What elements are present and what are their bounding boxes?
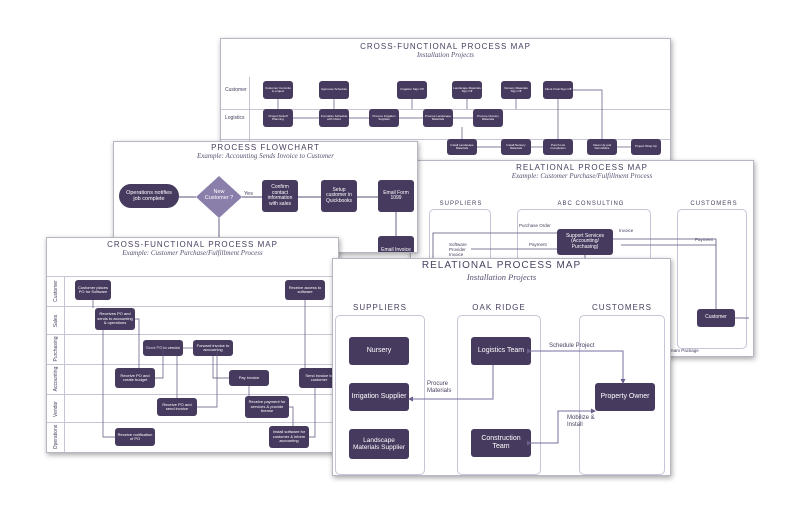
card5-frame-oak-ridge (457, 315, 541, 475)
card3-label-payment2: Payment (695, 237, 713, 242)
card2-subtitle: Example: Accounting Sends Invoice to Cus… (197, 152, 334, 160)
card5-box-nursery: Nursery (349, 337, 409, 365)
card1-lane-logistics: Logistics (225, 115, 245, 121)
card5-label-procure: Procure Materials (427, 381, 452, 394)
card2-decision-shape (196, 176, 242, 218)
card4-lane-divider (47, 394, 338, 395)
card4-box: Customer places PO for Software (75, 280, 111, 300)
card1-label-divider (249, 77, 250, 165)
card3-col-suppliers: SUPPLIERS (439, 201, 483, 207)
card1-box: Procure Landscape Materials (423, 109, 453, 127)
card3-label-package: Team Package (669, 348, 699, 353)
card2-box-setup: Setup customer in Quickbooks (321, 180, 357, 212)
card4-lane-divider (47, 334, 338, 335)
card1-box: Landscape Materials Sign Off (452, 81, 482, 99)
card4-box: Receive notification of PO (115, 428, 155, 446)
card2-yes-label: Yes (244, 191, 253, 197)
card4-lane-divider (47, 276, 338, 277)
card2-connectors (179, 196, 397, 252)
card2-box-notify: Operations notifies job complete (119, 184, 179, 208)
card1-box: Irrigation Sign Off (397, 81, 427, 99)
card1-box: Install Nursery Materials (501, 139, 531, 155)
card1-lane-divider (221, 139, 670, 140)
card3-label-po: Purchase Order (519, 223, 551, 228)
card1-box: Project Wrap Up (631, 139, 661, 155)
card1-title: CROSS-FUNCTIONAL PROCESS MAP (360, 42, 531, 51)
card1-connectors (277, 89, 631, 148)
card1-box: Procure Irrigation Supplies (369, 109, 399, 127)
card1-lane-customer: Customer (225, 87, 247, 93)
card4-box: Send invoice to customer (299, 368, 338, 388)
card4-title: CROSS-FUNCTIONAL PROCESS MAP (107, 240, 278, 249)
card5-connectors (408, 348, 626, 446)
card3-frame-customers (677, 209, 747, 349)
card3-title: RELATIONAL PROCESS MAP (516, 163, 648, 172)
card5-frame-customers (579, 315, 665, 475)
card5-box-landscape: Landscape Materials Supplier (349, 429, 409, 459)
card4-lane-divider (47, 422, 338, 423)
card4-box: Pay invoice (229, 370, 269, 386)
card3-customer-box: Customer (697, 309, 735, 327)
card5-frame-suppliers (335, 315, 425, 475)
card5-col-customers: CUSTOMERS (592, 303, 652, 312)
card1-box: Client Final Sign Off (543, 81, 573, 99)
card2-box-confirm: Confirm contact information with sales (262, 180, 298, 212)
card4-box: Receive PO and send invoice (157, 398, 197, 416)
card5-label-schedule: Schedule Project (549, 343, 595, 349)
card2-box-invoice: Email Invoice (378, 236, 414, 252)
card5-title: RELATIONAL PROCESS MAP (421, 260, 582, 271)
card2-title: PROCESS FLOWCHART (211, 143, 320, 152)
card3-col-customers: CUSTOMERS (690, 201, 738, 207)
card5-box-owner: Property Owner (595, 383, 655, 411)
card2-decision-label: New Customer ? (204, 189, 234, 202)
card5-box-irrigation: Irrigation Supplier (349, 383, 409, 411)
card5-box-logistics: Logistics Team (471, 337, 531, 365)
card1-box: Customer Commits to project (263, 81, 293, 99)
card3-subtitle: Example: Customer Purchase/Fulfillment P… (511, 172, 653, 180)
card3-support-box: Support Services (Accounting/ Purchasing… (557, 229, 613, 255)
card4-box: Receive PO and create budget (115, 368, 155, 388)
card1-box: Approves Schedule (319, 81, 349, 99)
card4-lane-divider (47, 306, 338, 307)
card1-box: Procure Nursery Materials (473, 109, 503, 127)
card4-box: Receives PO and sends to accounting & op… (95, 308, 135, 330)
card-process-flowchart: PROCESS FLOWCHART Example: Accounting Se… (113, 141, 418, 253)
card3-label-payment1: Payment (529, 242, 547, 247)
card-relational-installation: RELATIONAL PROCESS MAP Installation Proj… (332, 258, 671, 476)
card5-subtitle: Installation Projects (466, 272, 537, 282)
card1-box: Clean Up and Demobilize (587, 139, 617, 155)
card4-box: Install software for customer & inform a… (269, 426, 309, 448)
card1-box: Formalize Schedule with Client (319, 109, 349, 127)
card4-connectors (92, 300, 316, 438)
card4-subtitle: Example: Customer Purchase/Fulfillment P… (122, 249, 263, 257)
card3-label-spi: Software Provider Invoice (449, 242, 467, 257)
card4-box: Forward invoice to accounting (193, 340, 233, 356)
card-cross-functional-purchase: CROSS-FUNCTIONAL PROCESS MAP Example: Cu… (46, 237, 339, 453)
card5-box-construction: Construction Team (471, 429, 531, 457)
card5-col-suppliers: SUPPLIERS (353, 303, 407, 312)
card2-box-form: Email Form 1099 (378, 180, 414, 212)
card4-lane-divider (47, 364, 338, 365)
card5-col-oak-ridge: OAK RIDGE (472, 303, 526, 312)
card1-box: Punch List Completion (543, 139, 573, 155)
card3-col-abc: ABC CONSULTING (557, 201, 625, 207)
card4-box: Receive access to software (285, 280, 325, 300)
card4-box: Receive payment for services & provide l… (245, 396, 289, 418)
card3-label-invoice: Invoice (619, 228, 634, 233)
card1-box: Nursery Materials Sign Off (501, 81, 531, 99)
card1-box: Install Landscape Materials (447, 139, 477, 155)
card1-box: Project Kickoff Planning (263, 109, 293, 127)
card1-subtitle: Installation Projects (416, 51, 475, 59)
